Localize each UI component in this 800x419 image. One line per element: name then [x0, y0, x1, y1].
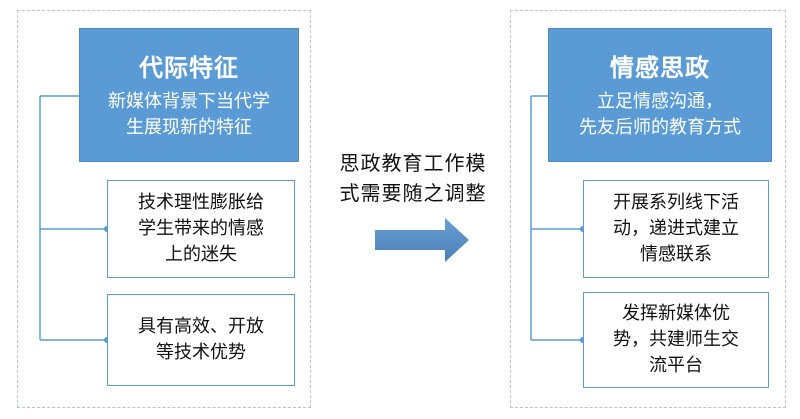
right-header-box: 情感思政 立足情感沟通， 先友后师的教育方式: [548, 28, 772, 162]
left-item-1: 技术理性膨胀给 学生带来的情感 上的迷失: [107, 180, 295, 278]
left-item-2-line-1: 具有高效、开放: [138, 316, 264, 337]
right-header-subtitle-line-1: 立足情感沟通，: [597, 91, 723, 112]
left-item-1-line-2: 学生带来的情感: [138, 218, 264, 239]
right-item-1-line-1: 开展系列线下活: [613, 192, 739, 213]
right-item-2: 发挥新媒体优 势，共建师生交 流平台: [583, 292, 769, 388]
left-header-subtitle: 新媒体背景下当代学 生展现新的特征: [90, 89, 288, 141]
left-header-subtitle-line-1: 新媒体背景下当代学: [108, 91, 270, 112]
transition-text-line-1: 思政教育工作模: [339, 151, 487, 175]
right-item-2-line-1: 发挥新媒体优: [622, 303, 730, 324]
left-header-title: 代际特征: [139, 54, 239, 82]
right-item-2-line-3: 流平台: [649, 355, 703, 376]
left-item-1-line-3: 上的迷失: [165, 244, 237, 265]
right-item-2-line-2: 势，共建师生交: [613, 329, 739, 350]
right-item-1-line-3: 情感联系: [640, 244, 712, 265]
right-item-1: 开展系列线下活 动，递进式建立 情感联系: [583, 180, 769, 278]
transition-text: 思政教育工作模 式需要随之调整: [322, 148, 504, 208]
left-item-1-line-1: 技术理性膨胀给: [138, 192, 264, 213]
left-header-subtitle-line-2: 生展现新的特征: [126, 117, 252, 138]
right-header-title: 情感思政: [610, 54, 710, 82]
right-arrow-icon: [375, 218, 469, 262]
right-header-subtitle-line-2: 先友后师的教育方式: [579, 117, 741, 138]
left-item-2: 具有高效、开放 等技术优势: [107, 294, 295, 386]
right-header-subtitle: 立足情感沟通， 先友后师的教育方式: [559, 89, 761, 141]
transition-text-line-2: 式需要随之调整: [339, 181, 487, 205]
left-header-box: 代际特征 新媒体背景下当代学 生展现新的特征: [79, 28, 299, 162]
left-item-2-line-2: 等技术优势: [156, 342, 246, 363]
right-item-1-line-2: 动，递进式建立: [613, 218, 739, 239]
